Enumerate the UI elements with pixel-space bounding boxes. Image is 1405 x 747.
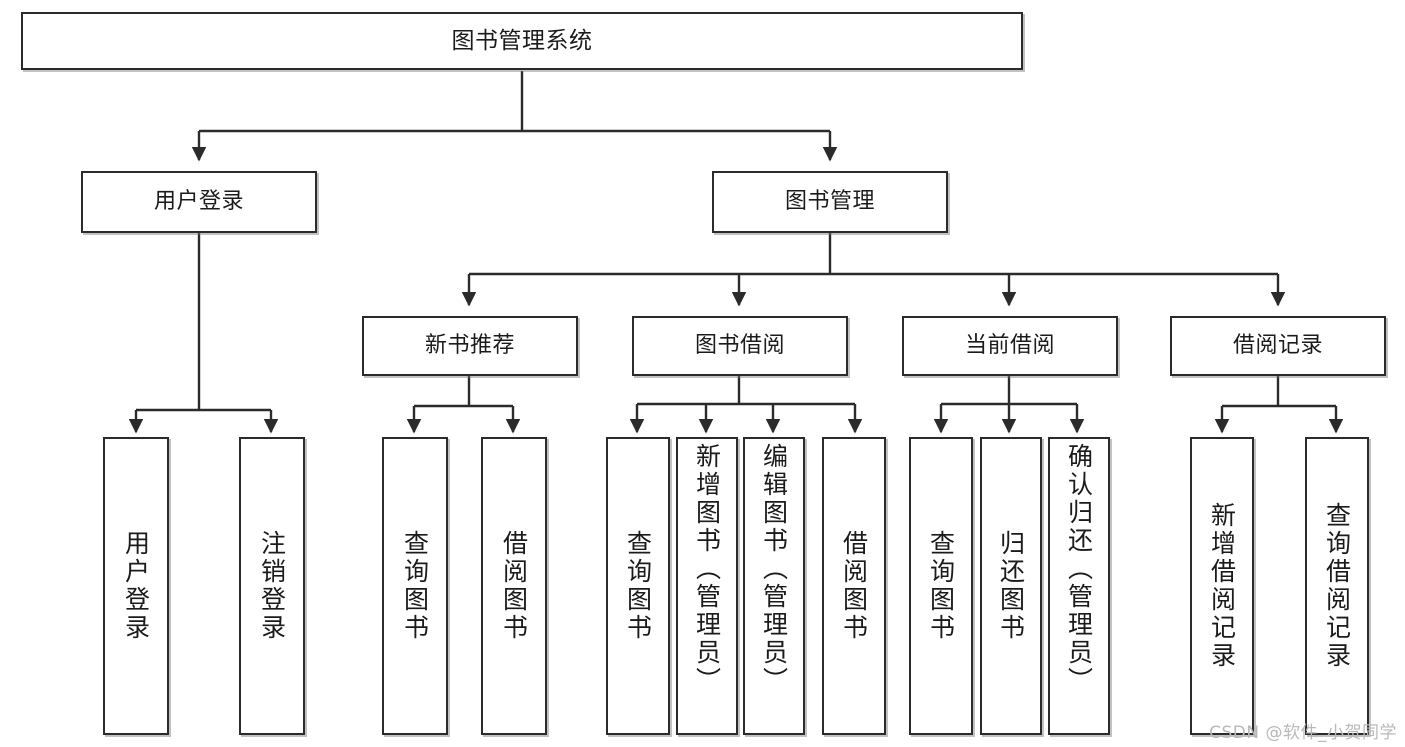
node-label: 新增图书（管理员）	[692, 443, 722, 695]
leaf-user-login-login[interactable]: 用户登录	[103, 437, 169, 735]
node-label: 借阅记录	[1232, 333, 1323, 359]
leaf-user-login-logout[interactable]: 注销登录	[239, 437, 305, 735]
node-label: 图书管理	[784, 189, 875, 215]
node-current-borrow[interactable]: 当前借阅	[902, 316, 1118, 376]
node-user-login[interactable]: 用户登录	[81, 171, 317, 233]
node-book-borrow[interactable]: 图书借阅	[632, 316, 848, 376]
node-label: 图书借阅	[694, 333, 785, 359]
node-label: 查询借阅记录	[1322, 502, 1352, 670]
leaf-current-query-book[interactable]: 查询图书	[909, 437, 973, 735]
node-label: 确认归还（管理员）	[1064, 443, 1094, 695]
node-label: 注销登录	[257, 530, 287, 642]
node-label: 图书管理系统	[451, 27, 593, 54]
leaf-current-return-book[interactable]: 归还图书	[980, 437, 1042, 735]
node-label: 新增借阅记录	[1207, 502, 1237, 670]
leaf-borrow-add-book-admin[interactable]: 新增图书（管理员）	[676, 437, 738, 735]
watermark: CSDN @软件_小贺同学	[1209, 723, 1397, 743]
node-book-management[interactable]: 图书管理	[712, 171, 948, 233]
node-borrow-record[interactable]: 借阅记录	[1170, 316, 1386, 376]
node-label: 编辑图书（管理员）	[759, 443, 789, 695]
leaf-new-book-borrow[interactable]: 借阅图书	[481, 437, 547, 735]
node-label: 用户登录	[121, 530, 151, 642]
node-label: 借阅图书	[839, 530, 869, 642]
leaf-record-add-record[interactable]: 新增借阅记录	[1190, 437, 1254, 735]
node-label: 借阅图书	[499, 530, 529, 642]
node-label: 查询图书	[623, 530, 653, 642]
leaf-borrow-edit-book-admin[interactable]: 编辑图书（管理员）	[743, 437, 805, 735]
node-label: 新书推荐	[424, 333, 515, 359]
leaf-new-book-query[interactable]: 查询图书	[382, 437, 448, 735]
node-new-book-recommend[interactable]: 新书推荐	[362, 316, 578, 376]
leaf-borrow-borrow-book[interactable]: 借阅图书	[822, 437, 886, 735]
leaf-current-confirm-return-admin[interactable]: 确认归还（管理员）	[1048, 437, 1110, 735]
node-label: 查询图书	[926, 530, 956, 642]
node-root-system[interactable]: 图书管理系统	[21, 12, 1023, 70]
node-label: 查询图书	[400, 530, 430, 642]
node-label: 归还图书	[996, 530, 1026, 642]
leaf-borrow-query-book[interactable]: 查询图书	[606, 437, 670, 735]
node-label: 用户登录	[153, 189, 244, 215]
leaf-record-query-record[interactable]: 查询借阅记录	[1305, 437, 1369, 735]
node-label: 当前借阅	[964, 333, 1055, 359]
